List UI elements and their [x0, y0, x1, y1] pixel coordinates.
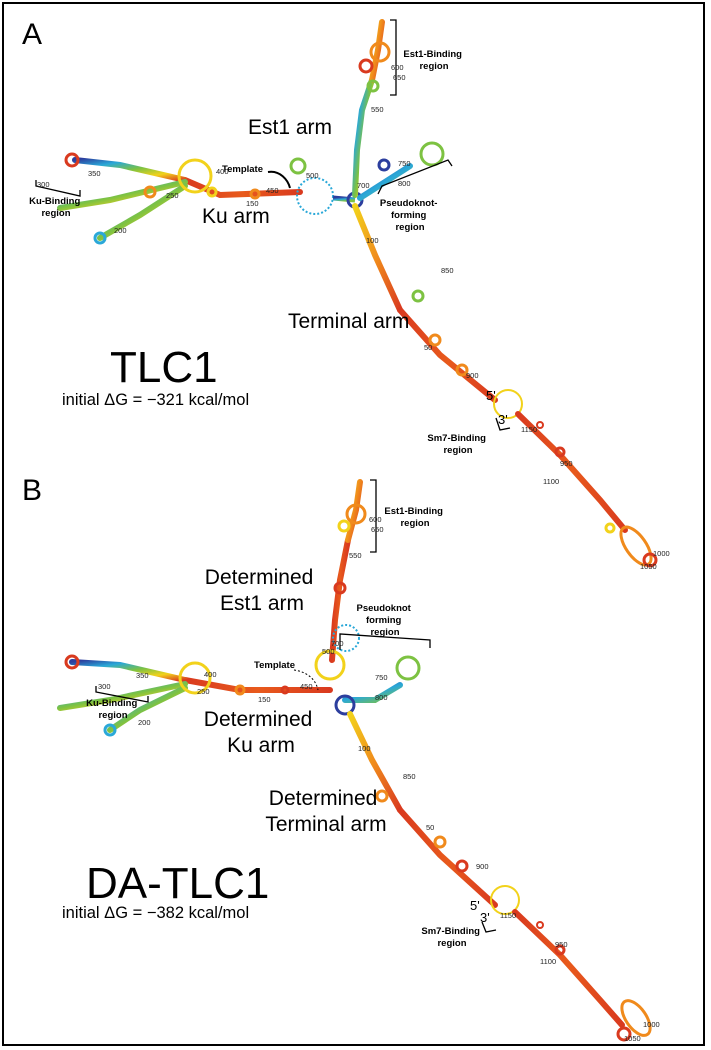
- est1-binding-bracket: [370, 479, 377, 553]
- svg-text:850: 850: [441, 266, 454, 275]
- terminal-arm-label: Terminal arm: [288, 310, 409, 333]
- svg-text:1050: 1050: [624, 1034, 641, 1043]
- molecule-title: TLC1: [110, 343, 218, 392]
- svg-text:450: 450: [266, 186, 279, 195]
- svg-text:750: 750: [398, 159, 411, 168]
- svg-text:250: 250: [166, 191, 179, 200]
- svg-text:950: 950: [555, 940, 568, 949]
- svg-text:800: 800: [375, 693, 388, 702]
- svg-text:800: 800: [398, 179, 411, 188]
- svg-text:50: 50: [426, 823, 434, 832]
- panel-letter: A: [22, 18, 42, 51]
- ku-arm-label: Ku arm: [202, 205, 270, 228]
- svg-text:300: 300: [37, 180, 50, 189]
- delta-g-value: initial ΔG = −321 kcal/mol: [62, 391, 249, 409]
- svg-text:1100: 1100: [543, 477, 559, 486]
- sm7-binding-bracket: [495, 417, 511, 431]
- svg-text:550: 550: [349, 551, 362, 560]
- svg-text:300: 300: [98, 682, 111, 691]
- svg-text:150: 150: [246, 199, 259, 208]
- svg-text:1000: 1000: [653, 549, 670, 558]
- svg-text:500: 500: [306, 171, 319, 180]
- ku-arm-label: Determined Ku arm: [204, 708, 318, 757]
- panel-a: A: [22, 18, 670, 571]
- rna-structure-da-tlc1: [57, 479, 652, 1042]
- svg-text:200: 200: [138, 718, 151, 727]
- svg-text:1100: 1100: [540, 957, 556, 966]
- rna-structure-tlc1: [57, 19, 658, 568]
- ku-binding-label: Ku-Binding region: [29, 196, 83, 219]
- svg-text:700: 700: [357, 181, 370, 190]
- est1-binding-label: Est1-Binding region: [384, 506, 445, 529]
- pseudoknot-label: Pseudoknot forming region: [356, 603, 413, 638]
- svg-text:750: 750: [375, 673, 388, 682]
- svg-text:450: 450: [300, 682, 313, 691]
- sm7-binding-bracket: [481, 921, 497, 933]
- ku-binding-label: Ku-Binding region: [86, 698, 140, 721]
- svg-text:400: 400: [216, 167, 229, 176]
- panel-b: B: [22, 474, 660, 1043]
- template-label: Template: [254, 660, 295, 671]
- sm7-binding-label: Sm7-Binding region: [427, 433, 488, 456]
- svg-text:350: 350: [88, 169, 101, 178]
- svg-text:400: 400: [204, 670, 217, 679]
- svg-text:550: 550: [371, 105, 384, 114]
- panel-letter: B: [22, 474, 42, 507]
- svg-text:250: 250: [197, 687, 210, 696]
- est1-arm-label: Determined Est1 arm: [205, 566, 319, 615]
- svg-text:600: 600: [369, 515, 382, 524]
- ku-binding-bracket: [95, 686, 149, 703]
- delta-g-value: initial ΔG = −382 kcal/mol: [62, 904, 249, 922]
- svg-text:100: 100: [366, 236, 379, 245]
- pseudoknot-bracket: [339, 633, 431, 650]
- svg-text:900: 900: [466, 371, 479, 380]
- svg-text:500: 500: [322, 647, 335, 656]
- ku-binding-bracket: [35, 180, 81, 197]
- terminal-arm-label: Determined Terminal arm: [265, 787, 386, 836]
- svg-text:200: 200: [114, 226, 127, 235]
- svg-text:1000: 1000: [643, 1020, 660, 1029]
- svg-text:600: 600: [391, 63, 404, 72]
- svg-text:650: 650: [371, 525, 384, 534]
- svg-text:1150: 1150: [521, 425, 537, 434]
- svg-text:100: 100: [358, 744, 371, 753]
- est1-binding-bracket: [390, 19, 397, 96]
- est1-arm-label: Est1 arm: [248, 116, 332, 139]
- pseudoknot-label: Pseudoknot- forming region: [380, 198, 440, 233]
- svg-text:900: 900: [476, 862, 489, 871]
- pseudoknot-bracket: [377, 159, 453, 195]
- svg-text:50: 50: [424, 343, 432, 352]
- svg-text:650: 650: [393, 73, 406, 82]
- est1-binding-label: Est1-Binding region: [403, 49, 464, 72]
- five-prime-end: 5': [486, 388, 496, 403]
- template-mark: [267, 170, 291, 189]
- svg-text:1050: 1050: [640, 562, 657, 571]
- svg-text:950: 950: [560, 459, 573, 468]
- sm7-binding-label: Sm7-Binding region: [421, 926, 482, 949]
- nucleotide-numbers: 600 650 550 750 700 800 500 450 400 350 …: [98, 515, 660, 1043]
- three-prime-end: 3': [498, 412, 508, 427]
- five-prime-end: 5': [470, 898, 480, 913]
- molecule-title: DA-TLC1: [86, 859, 269, 908]
- svg-text:850: 850: [403, 772, 416, 781]
- svg-text:350: 350: [136, 671, 149, 680]
- nucleotide-numbers: 600 650 550 750 700 800 500 450 400 350 …: [37, 63, 670, 571]
- three-prime-end: 3': [480, 910, 490, 925]
- template-label: Template: [222, 164, 263, 175]
- svg-text:700: 700: [331, 639, 344, 648]
- svg-text:150: 150: [258, 695, 271, 704]
- svg-text:1150: 1150: [500, 911, 516, 920]
